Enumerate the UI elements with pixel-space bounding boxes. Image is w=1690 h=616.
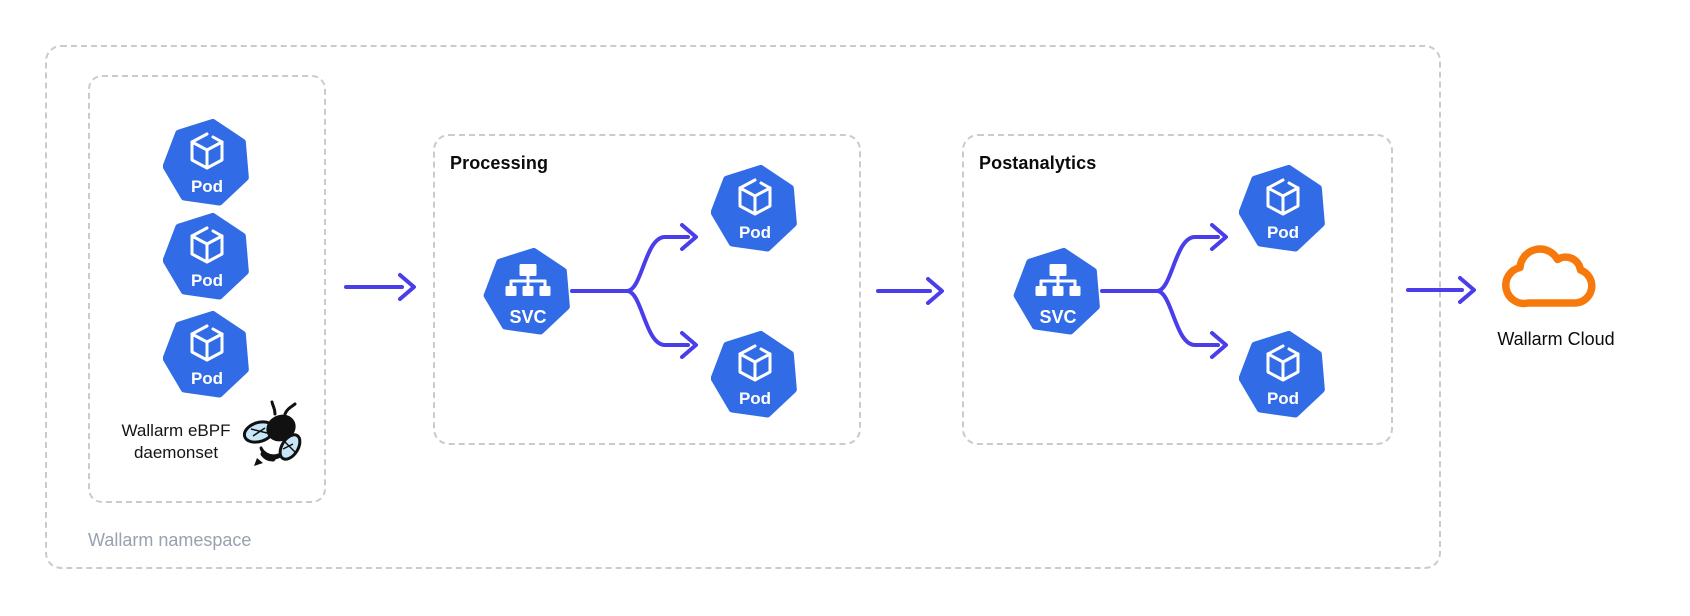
wallarm-namespace-box: [45, 45, 1441, 569]
daemonset-label-line2: daemonset: [133, 443, 219, 462]
daemonset-label: Wallarm eBPF daemonset: [96, 420, 256, 464]
namespace-label: Wallarm namespace: [88, 530, 252, 550]
daemonset-box: [88, 75, 326, 503]
postanalytics-title: Postanalytics: [979, 153, 1097, 173]
postanalytics-box: Postanalytics: [962, 134, 1393, 445]
processing-box: Processing: [433, 134, 861, 445]
wallarm-cloud-label: Wallarm Cloud: [1497, 329, 1615, 349]
daemonset-label-line1: Wallarm eBPF: [121, 421, 231, 440]
wallarm-cloud-icon: [1502, 245, 1596, 308]
processing-title: Processing: [450, 153, 549, 173]
